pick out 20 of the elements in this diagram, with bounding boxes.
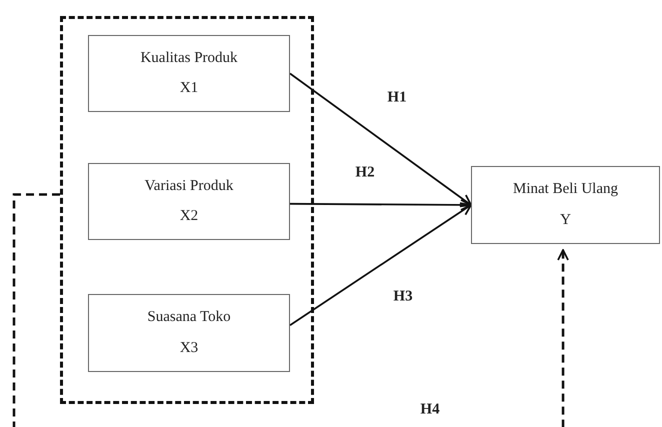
- dashed-group-box: [60, 16, 314, 404]
- edge-label: H2: [355, 164, 375, 182]
- edge-label: H1: [387, 90, 407, 106]
- variable-name: Variasi Produk: [144, 178, 234, 195]
- arrow: [290, 204, 472, 326]
- variable-box: [88, 294, 290, 372]
- variable-code: Y: [560, 212, 571, 229]
- arrow: [12, 193, 569, 427]
- variable-name: Minat Beli Ulang: [513, 181, 618, 198]
- variable-code: X3: [180, 340, 198, 357]
- arrow: [289, 72, 472, 206]
- variable-name: Suasana Toko: [147, 309, 231, 326]
- variable-box: [471, 166, 660, 244]
- variable-box: [88, 163, 290, 240]
- variable-code: X2: [180, 208, 198, 226]
- variable-code: X1: [180, 80, 198, 98]
- variable-box: [88, 35, 290, 112]
- edge-label: H3: [393, 288, 413, 306]
- variable-name: Kualitas Produk: [140, 50, 238, 67]
- edge-label: H4: [420, 402, 440, 418]
